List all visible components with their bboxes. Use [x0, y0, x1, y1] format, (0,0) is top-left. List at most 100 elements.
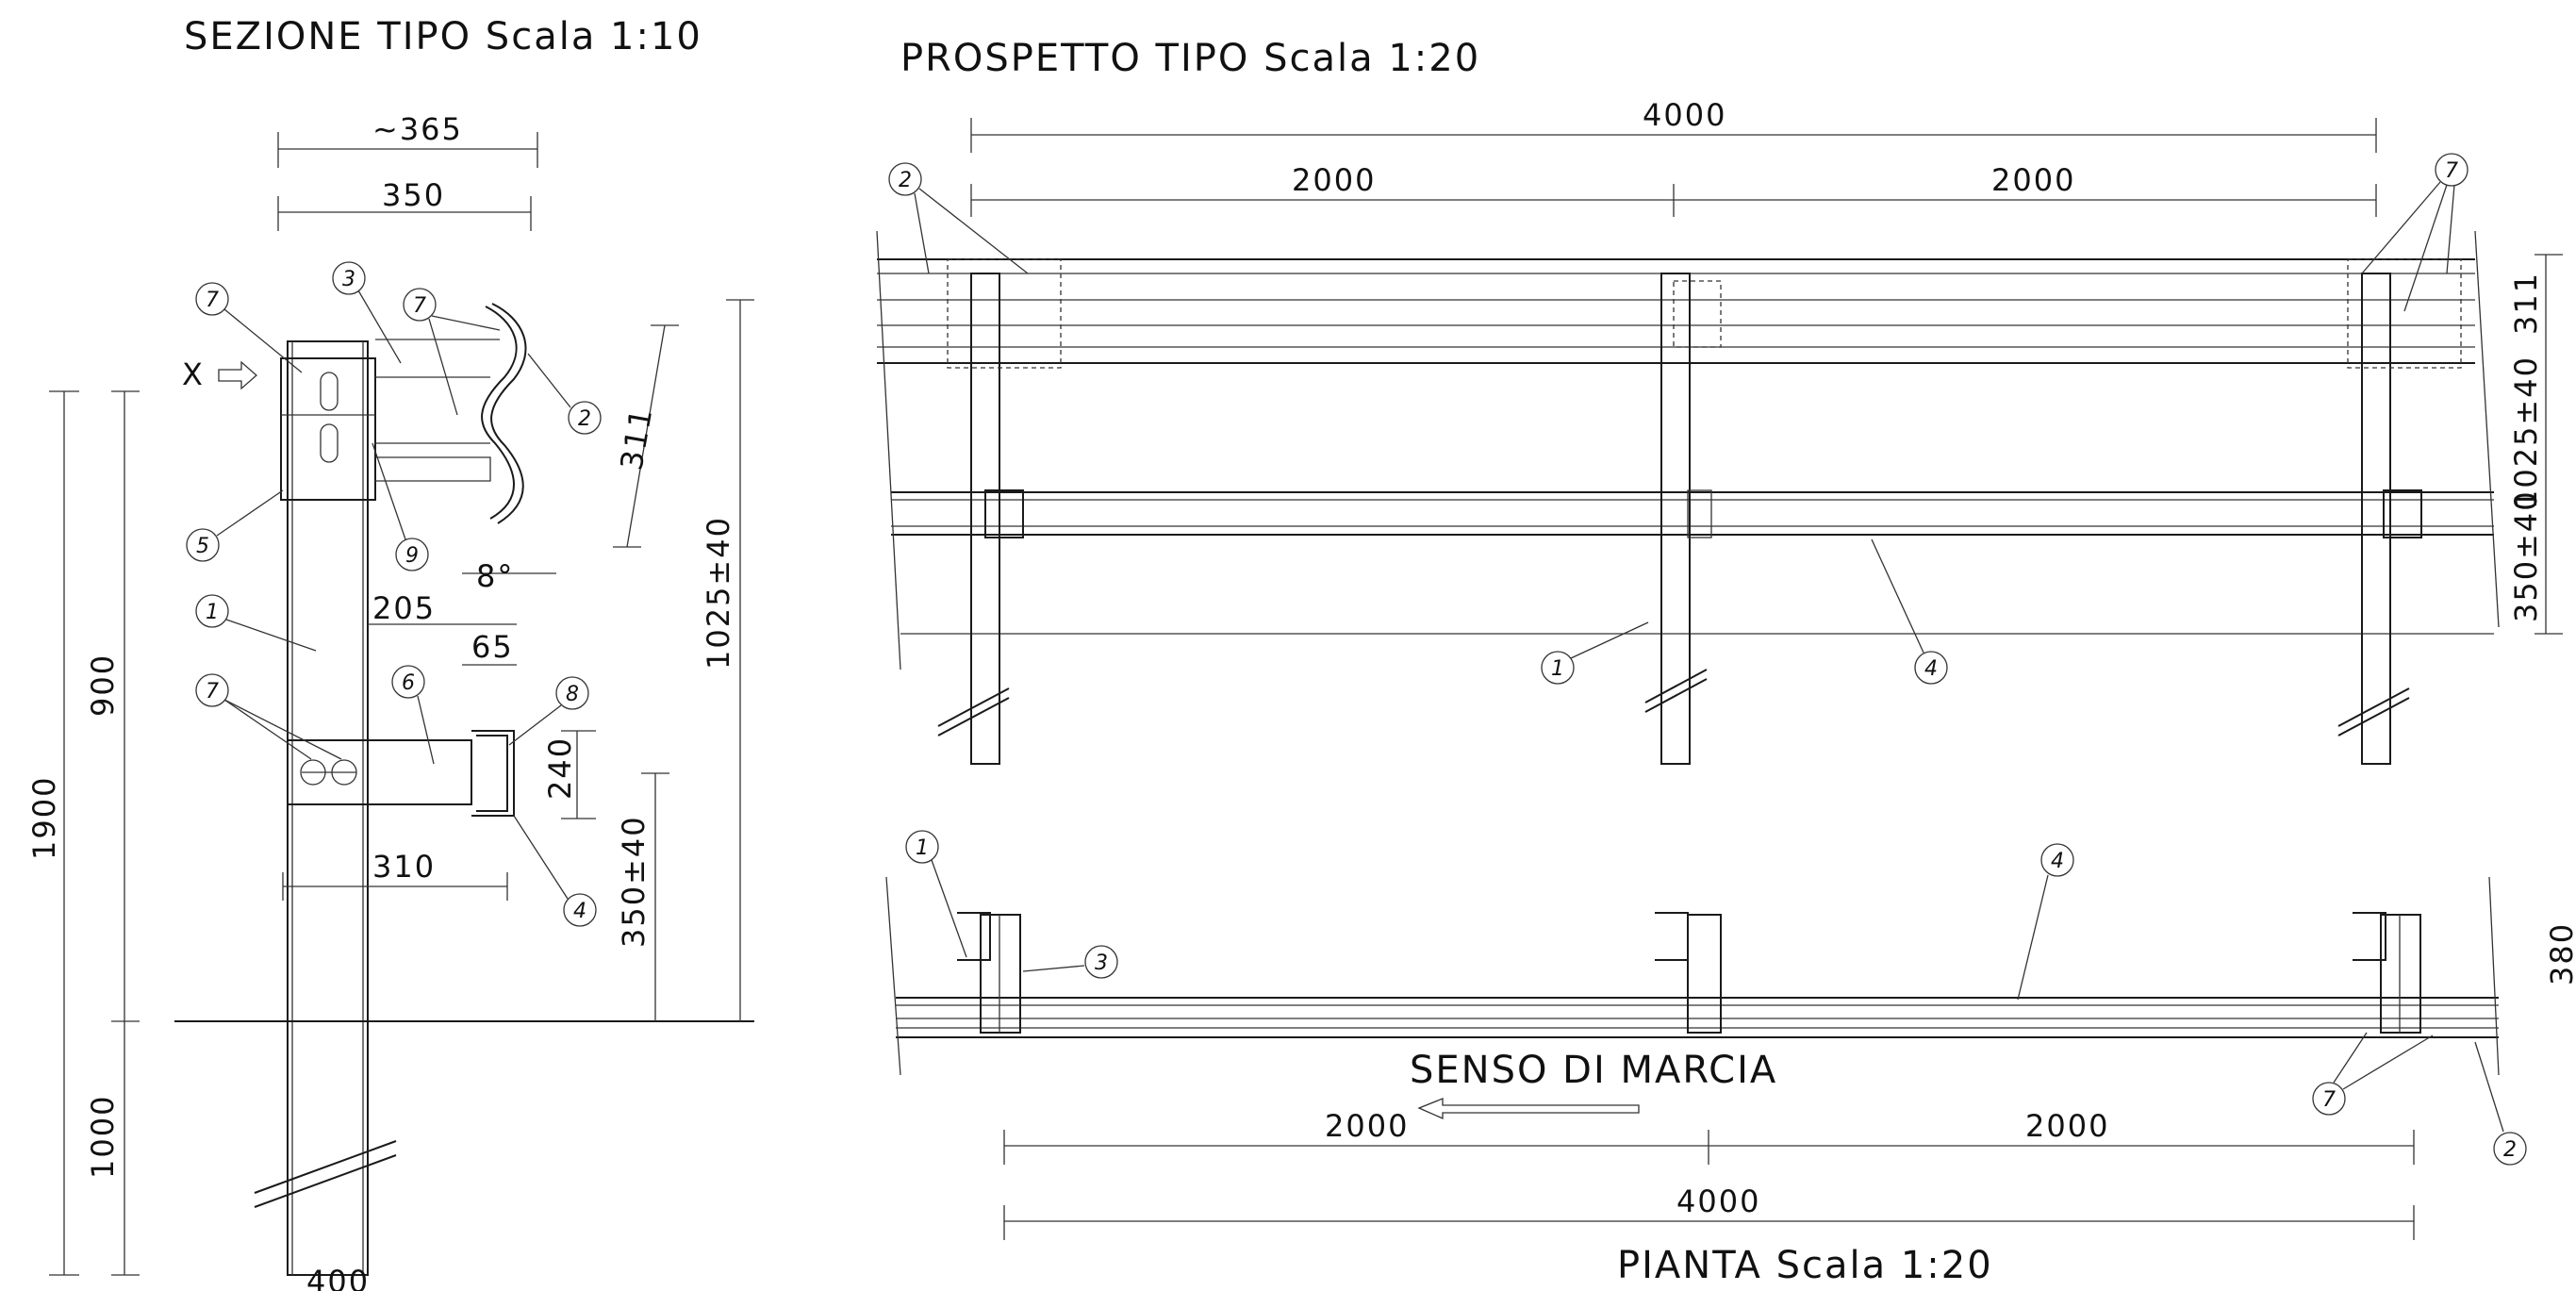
- svg-text:2000: 2000: [1292, 162, 1376, 198]
- plan-callout-2: 2: [2474, 1041, 2527, 1166]
- svg-text:1025±40: 1025±40: [701, 516, 736, 670]
- dim-240: 240: [542, 730, 596, 819]
- post-plan-left: [957, 912, 1021, 1034]
- elev-dim-311: 311: [2508, 254, 2563, 363]
- svg-text:2000: 2000: [1991, 162, 2075, 198]
- post-elevation-left: [937, 258, 1062, 765]
- svg-text:7: 7: [2445, 159, 2460, 183]
- plan-dim-2000-right: 2000: [1709, 1108, 2415, 1165]
- callout-1: 1: [195, 594, 317, 652]
- lower-spacer: [287, 730, 515, 817]
- plan-callout-3: 3: [1022, 945, 1118, 979]
- dim-350: 350: [277, 177, 532, 231]
- elev-callout-4: 4: [1871, 538, 1948, 685]
- svg-text:350: 350: [382, 177, 445, 213]
- direction-label: SENSO DI MARCIA: [1410, 1049, 1777, 1119]
- dim-311: 311: [613, 324, 679, 548]
- dim-205: 205: [368, 590, 517, 626]
- elev-dim-1025: 1025±40: [2508, 356, 2547, 509]
- svg-text:3: 3: [1095, 952, 1110, 975]
- svg-text:2000: 2000: [2025, 1108, 2109, 1144]
- svg-text:311: 311: [613, 405, 659, 473]
- elev-dim-4000: 4000: [970, 97, 2377, 153]
- svg-text:4: 4: [573, 900, 588, 923]
- dim-1900: 1900: [26, 390, 79, 1276]
- svg-text:1: 1: [1551, 657, 1566, 681]
- elev-dim-2000-right: 2000: [1674, 162, 2377, 217]
- view-arrow-x: X: [182, 356, 257, 392]
- plan-dim-2000-left: 2000: [1003, 1108, 1709, 1165]
- elev-dim-350: 350±40: [2508, 489, 2563, 635]
- svg-text:X: X: [182, 356, 205, 392]
- svg-text:9: 9: [405, 544, 421, 568]
- svg-text:2000: 2000: [1325, 1108, 1409, 1144]
- svg-text:310: 310: [372, 849, 436, 885]
- svg-text:7: 7: [2322, 1088, 2337, 1112]
- post-elevation-right: [2337, 258, 2462, 765]
- elev-callout-2: 2: [888, 162, 1029, 274]
- w-beam-elevation: [877, 258, 2475, 364]
- svg-text:4000: 4000: [1676, 1183, 1760, 1219]
- plan-view: SENSO DI MARCIA 2000 2000 4000 380 PIANT…: [885, 830, 2576, 1287]
- plan-dim-380: 380: [2544, 922, 2576, 985]
- svg-text:2: 2: [2503, 1138, 2518, 1162]
- rails-plan: [885, 876, 2500, 1076]
- dim-900: 900: [85, 390, 140, 1275]
- callout-5: 5: [186, 489, 284, 562]
- callout-3: 3: [332, 261, 402, 364]
- plan-callout-1: 1: [905, 830, 967, 958]
- post-elevation-middle: [1644, 273, 1722, 765]
- w-beam-profile: [481, 306, 518, 520]
- post-plan-right: [2353, 912, 2421, 1034]
- svg-text:8°: 8°: [476, 558, 514, 594]
- svg-text:1: 1: [206, 601, 221, 624]
- dim-65: 65: [462, 629, 517, 666]
- spacer-block: [280, 339, 500, 501]
- svg-text:311: 311: [2508, 272, 2544, 335]
- dim-8deg: 8°: [462, 558, 556, 594]
- callout-7a: 7: [195, 282, 303, 373]
- callout-9: 9: [372, 442, 429, 571]
- svg-text:900: 900: [85, 654, 121, 717]
- svg-text:205: 205: [372, 590, 436, 626]
- dim-310: 310: [282, 849, 508, 901]
- c-rail-elevation: [891, 491, 2494, 536]
- svg-text:3: 3: [342, 268, 357, 291]
- post-section: [254, 340, 397, 1276]
- callout-7c: 7: [195, 673, 342, 760]
- elev-callout-7: 7: [2361, 153, 2469, 312]
- svg-text:2: 2: [578, 407, 593, 431]
- svg-text:2: 2: [899, 169, 914, 192]
- svg-text:7: 7: [413, 294, 428, 318]
- dim-1000: 1000: [85, 1095, 140, 1276]
- svg-text:350±40: 350±40: [2508, 489, 2544, 622]
- svg-text:5: 5: [196, 535, 211, 558]
- svg-text:65: 65: [471, 629, 514, 665]
- svg-text:SENSO DI MARCIA: SENSO DI MARCIA: [1410, 1049, 1777, 1092]
- svg-text:1900: 1900: [26, 776, 62, 860]
- section-view: SEZIONE TIPO Scala 1:10 ~365 350: [26, 15, 754, 1291]
- svg-text:1025±40: 1025±40: [2508, 356, 2544, 509]
- svg-text:4000: 4000: [1643, 97, 1726, 133]
- elevation-view: PROSPETTO TIPO Scala 1:20 4000 2000 2000: [876, 37, 2563, 765]
- dim-365: ~365: [277, 111, 538, 168]
- callout-6: 6: [391, 665, 435, 765]
- post-plan-middle: [1655, 912, 1722, 1034]
- svg-text:7: 7: [206, 680, 221, 703]
- dim-350-40: 350±40: [616, 772, 669, 1021]
- section-title: SEZIONE TIPO Scala 1:10: [184, 15, 702, 58]
- svg-text:4: 4: [1924, 657, 1940, 681]
- callout-8: 8: [508, 676, 589, 746]
- plan-callout-7: 7: [2312, 1032, 2434, 1116]
- svg-text:7: 7: [206, 289, 221, 312]
- callout-7b: 7: [403, 288, 501, 416]
- svg-text:6: 6: [402, 671, 417, 695]
- dim-bottom: 400: [306, 1264, 370, 1291]
- elev-callout-1: 1: [1541, 621, 1649, 685]
- elevation-title: PROSPETTO TIPO Scala 1:20: [900, 37, 1480, 80]
- callout-4: 4: [513, 815, 597, 927]
- svg-text:~365: ~365: [372, 111, 463, 147]
- svg-text:240: 240: [542, 737, 578, 800]
- svg-text:1000: 1000: [85, 1095, 121, 1179]
